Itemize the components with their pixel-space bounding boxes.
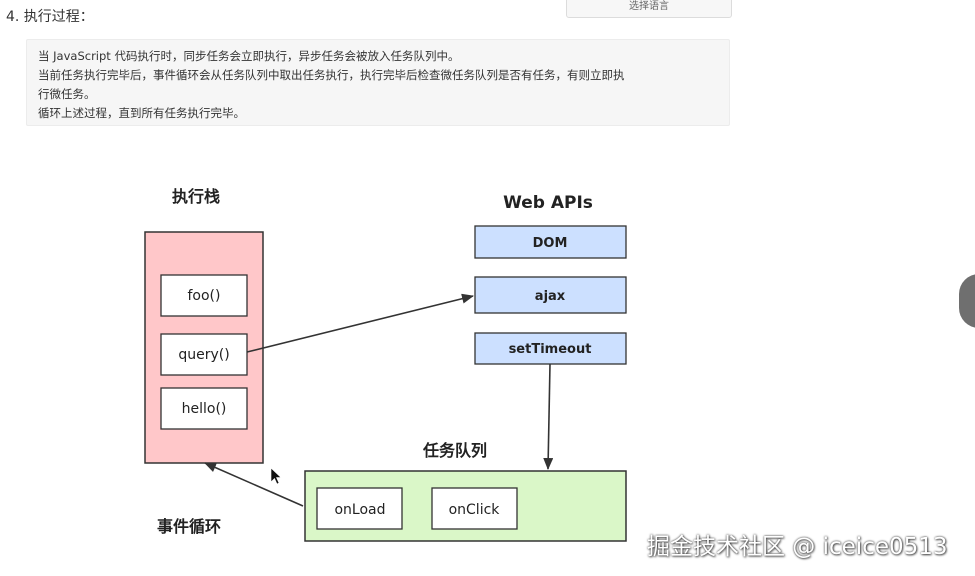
queued-task-box [431, 487, 518, 530]
select-language-button[interactable]: 选择语言 [566, 0, 732, 18]
watermark: 掘金技术社区 @ iceice0513 [647, 534, 948, 560]
web-api-label: DOM [533, 236, 568, 251]
arrow-stack-to-webapi [246, 293, 474, 353]
section-heading: 4. 执行过程： [6, 9, 94, 25]
description-line-3: 行微任务。 [38, 87, 96, 101]
queued-task-box [316, 487, 403, 530]
description-line-2: 当前任务执行完毕后，事件循环会从任务队列中取出任务执行，执行完毕后检查微任务队列… [38, 68, 625, 82]
web-api-box [474, 332, 627, 365]
stack-frame-label: query() [178, 347, 229, 363]
call-stack-title: 执行栈 [172, 187, 220, 206]
web-api-box [474, 225, 627, 259]
event-loop-title: 事件循环 [157, 517, 221, 536]
queued-task-label: onLoad [334, 502, 385, 518]
mouse-cursor-icon [270, 467, 282, 485]
stack-frame-box [160, 333, 248, 376]
side-scroll-handle[interactable] [959, 274, 975, 328]
description-block: 当 JavaScript 代码执行时，同步任务会立即执行，异步任务会被放入任务队… [26, 39, 730, 126]
description-line-4: 循环上述过程，直到所有任务执行完毕。 [38, 106, 245, 120]
web-apis-title: Web APIs [503, 193, 593, 213]
description-line-1: 当 JavaScript 代码执行时，同步任务会立即执行，异步任务会被放入任务队… [38, 49, 460, 63]
stack-frame-label: foo() [188, 288, 221, 304]
stack-frame-box [160, 274, 248, 317]
web-api-label: setTimeout [509, 342, 592, 357]
task-queue-title: 任务队列 [422, 441, 487, 460]
web-api-label: ajax [535, 289, 566, 304]
arrow-queue-to-stack [204, 462, 304, 507]
web-api-box [474, 276, 627, 314]
stack-frame-label: hello() [182, 401, 227, 417]
arrow-webapi-to-queue [543, 363, 554, 470]
stack-frame-box [160, 387, 248, 430]
queued-task-label: onClick [449, 502, 501, 518]
